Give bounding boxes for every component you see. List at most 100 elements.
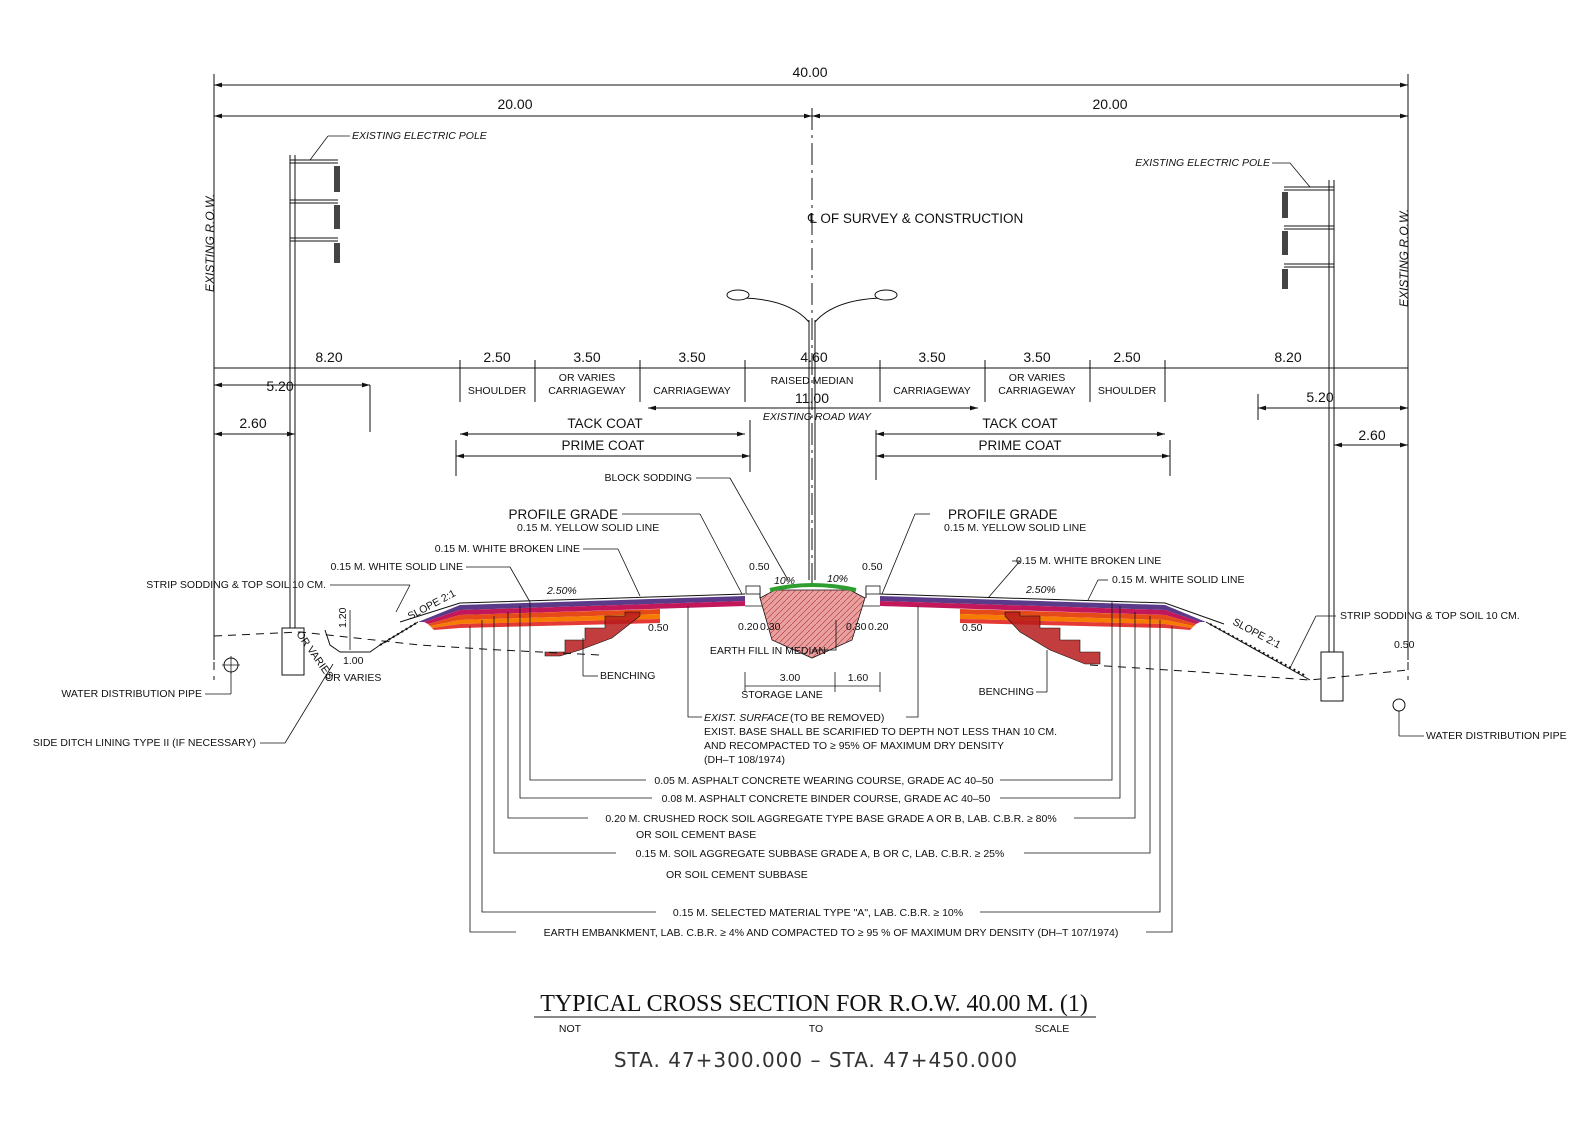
storage-lane-dims: [744, 672, 881, 692]
existing-roadway-label: EXISTING ROAD WAY: [763, 411, 872, 423]
pole-right-label: EXISTING ELECTRIC POLE: [1135, 157, 1271, 169]
layer-base: 0.20 M. CRUSHED ROCK SOIL AGGREGATE TYPE…: [605, 813, 1056, 825]
to-be-removed-label: (TO BE REMOVED): [790, 712, 884, 724]
median-pct-left: 10%: [774, 575, 795, 587]
tack-coat-right: TACK COAT: [982, 416, 1057, 431]
median-pct-right: 10%: [827, 573, 848, 585]
dim-carriage1-right: 3.50: [1023, 349, 1050, 365]
median-020-right: 0.20: [868, 621, 889, 633]
lane-dimension-lines: [214, 360, 1408, 448]
carriage1-right-varies: OR VARIES: [1009, 372, 1065, 384]
median-label: RAISED MEDIAN: [771, 375, 854, 387]
benching-left: [544, 611, 641, 657]
dim-shoulder-left: 2.50: [483, 349, 510, 365]
electric-pole-right: [1272, 162, 1344, 702]
leader-lines-upper: [330, 477, 1336, 669]
water-pipe-left-label: WATER DISTRIBUTION PIPE: [61, 688, 202, 700]
ditch-120: 1.20: [337, 607, 349, 628]
exist-surface-leader-left: [687, 606, 702, 718]
existing-ground-right: [1089, 664, 1409, 681]
carriage2-left-label: CARRIAGEWAY: [653, 385, 731, 397]
layer-selected: 0.15 M. SELECTED MATERIAL TYPE "A", LAB.…: [673, 907, 963, 919]
strip-sodding-left: STRIP SODDING & TOP SOIL 10 CM.: [146, 579, 326, 591]
shoulder-right-label: SHOULDER: [1098, 385, 1157, 397]
scale-to: TO: [809, 1023, 823, 1035]
white-solid-left: 0.15 M. WHITE SOLID LINE: [331, 561, 463, 573]
dim-left-2-60: 2.60: [239, 415, 266, 431]
dim-left-8-20: 8.20: [315, 349, 342, 365]
station-range: STA. 47+300.000 – STA. 47+450.000: [614, 1048, 1018, 1072]
exist-surface-leader-right: [906, 606, 919, 718]
profile-grade-left: PROFILE GRADE: [508, 507, 618, 522]
layer-leaders: [469, 602, 1173, 933]
dim-shoulder-right: 2.50: [1113, 349, 1140, 365]
layer-wearing: 0.05 M. ASPHALT CONCRETE WEARING COURSE,…: [654, 775, 993, 787]
median-030-left: 0.30: [760, 621, 781, 633]
white-solid-right: 0.15 M. WHITE SOLID LINE: [1112, 574, 1244, 586]
street-light: [726, 289, 898, 580]
right-050: 0.50: [1394, 639, 1415, 651]
shoulder-left-label: SHOULDER: [468, 385, 527, 397]
carriage2-right-label: CARRIAGEWAY: [893, 385, 971, 397]
carriage1-right-label: CARRIAGEWAY: [998, 385, 1076, 397]
raised-median: [745, 583, 881, 659]
storage-lane-label: STORAGE LANE: [741, 689, 823, 701]
layer-binder: 0.08 M. ASPHALT CONCRETE BINDER COURSE, …: [662, 793, 991, 805]
earth-fill-leader: [812, 620, 837, 651]
dim-left-5-20: 5.20: [266, 378, 293, 394]
dim-carriage2-right: 3.50: [918, 349, 945, 365]
drawing-title: TYPICAL CROSS SECTION FOR R.O.W. 40.00 M…: [540, 991, 1088, 1017]
side-ditch-label: SIDE DITCH LINING TYPE II (IF NECESSARY): [33, 737, 256, 749]
median-050-right: 0.50: [862, 561, 883, 573]
dim-existing-road: 11.00: [795, 390, 829, 406]
median-020-left: 0.20: [738, 621, 759, 633]
exist-base-note-1: EXIST. BASE SHALL BE SCARIFIED TO DEPTH …: [704, 726, 1057, 738]
ditch-100: 1.00: [343, 655, 364, 667]
benching-left-label: BENCHING: [600, 670, 655, 682]
row-left-label: EXISTING R.O.W.: [203, 194, 217, 292]
centerline-label: ℄ OF SURVEY & CONSTRUCTION: [807, 211, 1023, 226]
existing-ground-left: [213, 631, 601, 656]
median-050-left: 0.50: [749, 561, 770, 573]
carriage1-left-varies: OR VARIES: [559, 372, 615, 384]
electric-pole-left: [281, 135, 350, 676]
water-pipe-right: [1392, 698, 1424, 737]
storage-300: 3.00: [780, 672, 801, 684]
block-sodding-label: BLOCK SODDING: [604, 472, 692, 484]
row-right-label: EXISTING R.O.W.: [1397, 209, 1411, 307]
dim-carriage2-left: 3.50: [678, 349, 705, 365]
prime-coat-left: PRIME COAT: [561, 438, 644, 453]
layer-subbase-alt: OR SOIL CEMENT SUBBASE: [666, 869, 808, 881]
scale-not: NOT: [559, 1023, 582, 1035]
layer-subbase: 0.15 M. SOIL AGGREGATE SUBBASE GRADE A, …: [636, 848, 1005, 860]
exist-base-note-3: (DH–T 108/1974): [704, 754, 785, 766]
edge-050-right: 0.50: [962, 622, 983, 634]
dim-right-2-60: 2.60: [1358, 427, 1385, 443]
median-030-right: 0.30: [846, 621, 867, 633]
exist-surface-label: EXIST. SURFACE: [704, 712, 790, 724]
dim-right-8-20: 8.20: [1274, 349, 1301, 365]
earth-fill-label: EARTH FILL IN MEDIAN: [710, 645, 826, 657]
ditch-or-varies: OR VARIES: [325, 672, 381, 684]
prime-coat-right: PRIME COAT: [978, 438, 1061, 453]
side-ditch-leader: [260, 663, 334, 744]
tack-coat-left: TACK COAT: [567, 416, 642, 431]
benching-right: [1004, 611, 1101, 665]
dim-carriage1-left: 3.50: [573, 349, 600, 365]
slope-right: SLOPE 2:1: [1231, 616, 1283, 651]
dim-total: 40.00: [792, 64, 827, 80]
water-pipe-right-label: WATER DISTRIBUTION PIPE: [1426, 730, 1567, 742]
profile-grade-right: PROFILE GRADE: [948, 507, 1058, 522]
top-dimension-lines: [213, 74, 1409, 660]
exist-base-note-2: AND RECOMPACTED TO ≥ 95% OF MAXIMUM DRY …: [704, 740, 1004, 752]
layer-embankment: EARTH EMBANKMENT, LAB. C.B.R. ≥ 4% AND C…: [544, 927, 1119, 939]
dim-right-5-20: 5.20: [1306, 389, 1333, 405]
benching-right-label: BENCHING: [979, 686, 1034, 698]
scale-scale: SCALE: [1035, 1023, 1069, 1035]
edge-050-left: 0.50: [648, 622, 669, 634]
strip-sodding-right: STRIP SODDING & TOP SOIL 10 CM.: [1340, 610, 1520, 622]
water-pipe-left: [205, 656, 240, 695]
white-broken-right: 0.15 M. WHITE BROKEN LINE: [1016, 555, 1161, 567]
carriage1-left-label: CARRIAGEWAY: [548, 385, 626, 397]
